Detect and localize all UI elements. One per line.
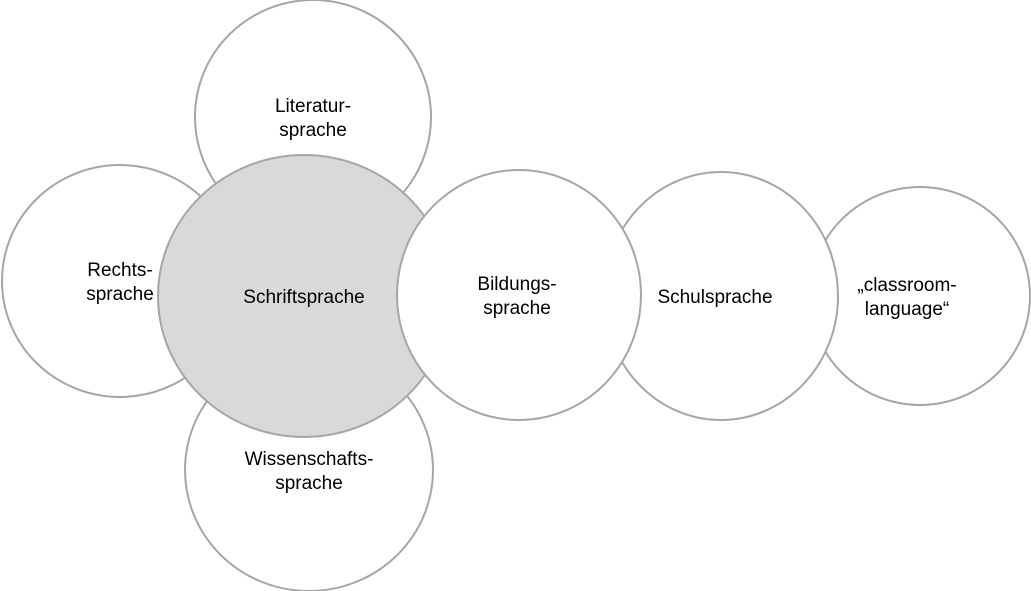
node-label: sprache (483, 298, 551, 319)
node-label: Literatur- (275, 96, 351, 117)
node-label: sprache (275, 473, 343, 494)
node-circle (396, 169, 642, 421)
node-bildung: Bildungs-sprache (396, 169, 642, 421)
node-label: Rechts- (87, 260, 152, 281)
node-label: Bildungs- (477, 274, 556, 295)
node-schrift: Schriftsprache (157, 154, 451, 438)
node-label: language“ (865, 299, 950, 320)
node-schul: Schulsprache (603, 171, 839, 421)
node-label: „classroom- (857, 275, 956, 296)
node-label: sprache (86, 284, 154, 305)
node-circle (809, 186, 1031, 406)
node-label: Schriftsprache (243, 287, 364, 308)
node-classroom: „classroom-language“ (809, 186, 1031, 406)
node-label: Wissenschafts- (245, 449, 374, 470)
node-label: Schulsprache (657, 287, 772, 308)
node-label: sprache (279, 120, 347, 141)
